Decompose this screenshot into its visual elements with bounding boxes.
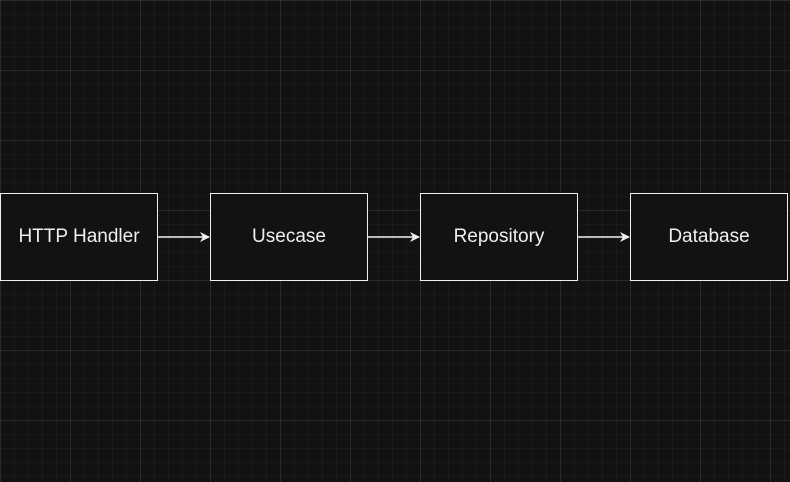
node-usecase[interactable]: Usecase (210, 193, 368, 281)
node-label-http-handler: HTTP Handler (18, 226, 140, 247)
node-label-usecase: Usecase (252, 226, 326, 247)
node-repository[interactable]: Repository (420, 193, 578, 281)
node-http-handler[interactable]: HTTP Handler (0, 193, 158, 281)
node-database[interactable]: Database (630, 193, 788, 281)
node-label-database: Database (668, 226, 750, 247)
node-label-repository: Repository (453, 226, 545, 247)
